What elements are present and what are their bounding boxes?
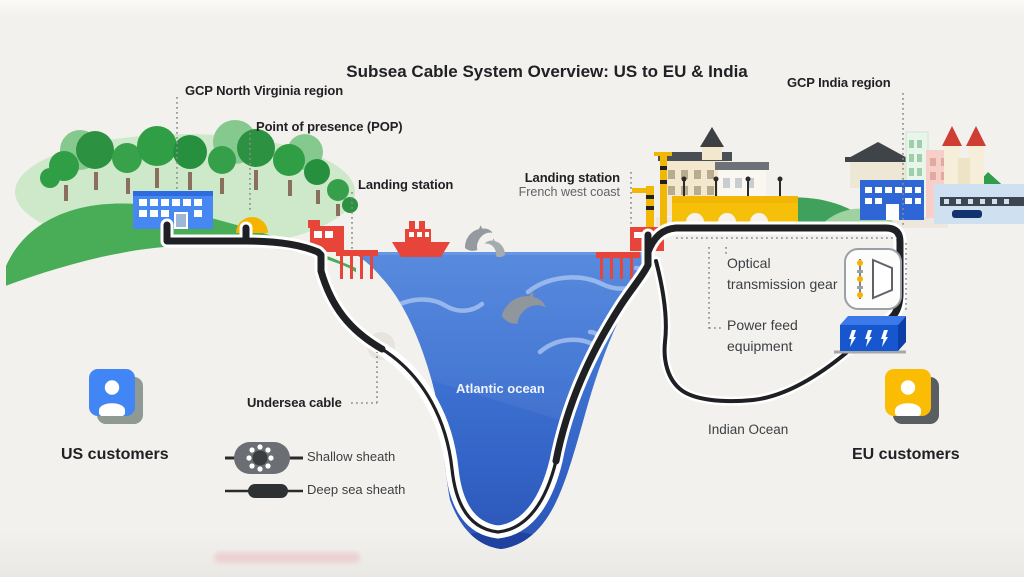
legend-shallow-label: Shallow sheath <box>307 449 396 464</box>
boat-icon <box>952 210 982 218</box>
callout-undersea-cable: Undersea cable <box>247 395 342 410</box>
cable-india-loop <box>654 259 854 404</box>
leader-power-feed <box>708 247 724 329</box>
callout-power-line1: Power feed <box>727 317 798 333</box>
india-city <box>845 126 1024 224</box>
lightning-bolt-icons <box>849 330 888 347</box>
us-customers-label: US customers <box>61 446 169 463</box>
trees <box>40 120 358 213</box>
cable-shallow-us <box>163 221 386 353</box>
bridge <box>672 176 798 222</box>
cable-shallow-eu <box>552 231 652 465</box>
diagram-title: Subsea Cable System Overview: US to EU &… <box>346 62 748 81</box>
gcp-india-building <box>860 180 924 220</box>
callout-point-of-presence: Point of presence (POP) <box>256 119 403 134</box>
callout-gcp-india: GCP India region <box>787 75 891 90</box>
optical-transmission-gear-icon <box>844 248 902 310</box>
callout-gcp-north-virginia: GCP North Virginia region <box>185 83 344 98</box>
us-landscape <box>0 120 362 300</box>
cable-deep-sea <box>380 347 558 534</box>
landing-station-us <box>308 220 378 279</box>
eu-customers-icon <box>885 369 939 424</box>
atlantic-ocean-label: Atlantic ocean <box>456 381 545 396</box>
tree-trunks <box>64 168 340 216</box>
landing-station-eu-line1: Landing station <box>524 170 620 185</box>
us-customers-icon <box>89 369 143 424</box>
power-feed-icon <box>834 316 906 354</box>
subsea-cable <box>160 218 907 539</box>
dolphin-icon <box>465 225 493 251</box>
callout-optical-line2: transmission gear <box>727 276 838 292</box>
callout-optical-line1: Optical <box>727 255 771 271</box>
leader-lines <box>176 93 907 404</box>
legend-shallow-sheath-icon <box>225 442 303 474</box>
legend-deep-label: Deep sea sheath <box>307 482 406 497</box>
cable-eu-run <box>644 224 904 330</box>
landing-station-eu-line2: French west coast <box>518 185 620 199</box>
watermark-smudge <box>214 552 360 563</box>
indian-ocean-label: Indian Ocean <box>708 422 789 437</box>
cable-ship <box>392 221 450 257</box>
callout-power-line2: equipment <box>727 338 793 354</box>
legend-deep-sheath-icon <box>225 484 303 498</box>
eu-customers-label: EU customers <box>852 446 960 463</box>
callout-landing-station-us: Landing station <box>358 177 454 192</box>
callout-landing-station-eu: Landing station French west coast <box>518 170 621 199</box>
leader-undersea-cable <box>351 352 378 404</box>
